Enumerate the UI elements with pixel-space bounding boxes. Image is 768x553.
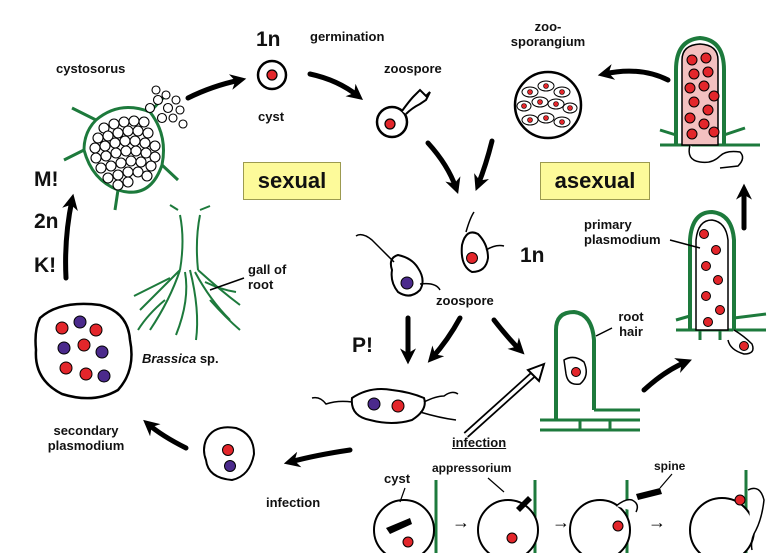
germination-label: germination bbox=[310, 29, 385, 44]
arrow-cystosorus-to-cyst bbox=[185, 74, 247, 101]
appressorium-leader-line bbox=[487, 477, 505, 493]
appressorium-label: appressorium bbox=[432, 461, 512, 475]
binucleate-plasmodium bbox=[203, 426, 256, 482]
ploidy-1n-label-mid: 1n bbox=[520, 244, 545, 267]
secondary-plasmodium-large bbox=[34, 302, 133, 400]
ploidy-1n-label-top: 1n bbox=[256, 28, 281, 51]
zoosporangium-label: zoo- sporangium bbox=[508, 19, 588, 50]
arrow-zoospore-to-right-flagellate bbox=[474, 138, 495, 191]
karyogamy-label: K! bbox=[34, 254, 57, 277]
arrow-zoospore-to-roothair bbox=[491, 317, 525, 355]
root-hair-label: root hair bbox=[608, 309, 654, 340]
spine-label: spine bbox=[654, 459, 686, 473]
meiosis-label: M! bbox=[34, 168, 59, 191]
roothair-with-zoosporangia bbox=[659, 35, 760, 169]
fused-zoospores bbox=[311, 388, 459, 424]
arrow-2n-to-cystosorus bbox=[62, 193, 78, 281]
infection-label-bottom: infection bbox=[266, 495, 321, 510]
roothair-primary-plasmodium bbox=[675, 209, 767, 355]
arrow-infection-hollow bbox=[463, 362, 546, 438]
zoosporangium-illustration bbox=[513, 70, 583, 140]
zoosporangium-label-line2: sporangium bbox=[510, 33, 586, 49]
infection-label-center: infection bbox=[452, 435, 507, 450]
gall-label-line2: root bbox=[248, 276, 274, 292]
brassica-sp: sp. bbox=[196, 351, 219, 366]
secondary-plasmodium-line2: plasmodium bbox=[47, 437, 125, 453]
infection-stage-3 bbox=[569, 498, 639, 553]
gall-leader-line bbox=[209, 277, 245, 291]
primary-plasmodium-leader-line bbox=[669, 239, 701, 249]
roothair-infection bbox=[540, 309, 640, 432]
zoospore-label-mid: zoospore bbox=[436, 293, 494, 308]
infection-stage-4 bbox=[689, 487, 765, 553]
arrow-zoospore-to-left-flagellate bbox=[425, 140, 461, 195]
cyst-label-bottom: cyst bbox=[384, 471, 411, 486]
spine-illustration bbox=[636, 488, 662, 500]
secondary-plasmodium-label: secondary plasmodium bbox=[30, 423, 142, 454]
root-hair-line2: hair bbox=[619, 323, 643, 339]
roothair-leader-line bbox=[595, 327, 613, 337]
cystosorus-illustration bbox=[63, 85, 188, 211]
infection-stage-1 bbox=[373, 499, 435, 553]
svg-text:→: → bbox=[648, 512, 666, 532]
arrow-small-to-secondary bbox=[143, 419, 189, 451]
cystosorus-label: cystosorus bbox=[56, 61, 126, 76]
zoosporangium-label-line1: zoo- bbox=[534, 19, 562, 34]
gall-of-root-label: gall of root bbox=[248, 262, 287, 293]
flagellate-zoospore-blue bbox=[355, 233, 441, 297]
arrow-rootHair-plasmodium-to-sporangium bbox=[597, 64, 671, 83]
sexual-label-box: sexual bbox=[243, 162, 341, 200]
cyst-illustration bbox=[256, 59, 288, 91]
asexual-label-box: asexual bbox=[540, 162, 650, 200]
arrow-zoospore-down-mid bbox=[427, 315, 463, 363]
brassica-label: Brassica sp. bbox=[142, 351, 219, 367]
germinating-cyst-illustration bbox=[375, 88, 431, 139]
secondary-plasmodium-line1: secondary bbox=[53, 423, 119, 438]
svg-text:→: → bbox=[552, 512, 570, 532]
primary-plasmodium-line1: primary bbox=[584, 217, 632, 232]
infection-stage-2 bbox=[477, 496, 539, 553]
arrow-roothair-to-primary bbox=[641, 358, 692, 393]
flagellate-zoospore-red bbox=[460, 211, 505, 274]
cyst-label-top: cyst bbox=[258, 109, 285, 124]
primary-plasmodium-line2: plasmodium bbox=[584, 231, 661, 247]
plasmogamy-label: P! bbox=[352, 334, 373, 357]
arrow-fused-to-secondary-small bbox=[283, 447, 353, 468]
arrow-cyst-to-zoospore bbox=[307, 71, 363, 100]
root-hair-line1: root bbox=[618, 309, 644, 324]
primary-plasmodium-label: primary plasmodium bbox=[584, 217, 661, 248]
cycle-arrows bbox=[62, 64, 753, 468]
spine-leader-line bbox=[659, 473, 673, 489]
zoospore-label-top: zoospore bbox=[384, 61, 442, 76]
gall-label-line1: gall of bbox=[248, 262, 287, 277]
infection-sequence: → → → bbox=[373, 470, 765, 553]
brassica-genus: Brassica bbox=[142, 351, 197, 366]
ploidy-2n-label: 2n bbox=[34, 210, 59, 233]
brassica-root-gall bbox=[133, 204, 241, 341]
cyst-leader-line bbox=[399, 487, 406, 503]
svg-text:→: → bbox=[452, 512, 470, 532]
